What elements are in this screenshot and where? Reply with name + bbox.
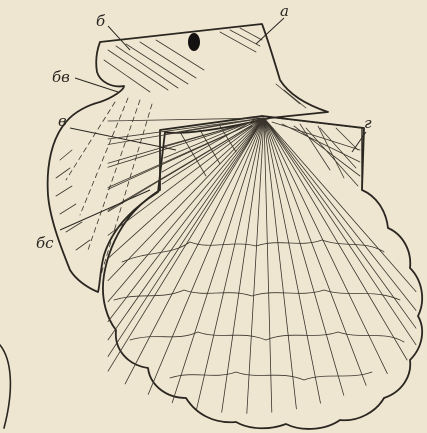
label-a: а [280,2,289,20]
leader-a [256,18,284,44]
rib-line [108,118,264,340]
lower-valve [103,116,422,429]
byssal-notch-dot [188,33,200,51]
label-bs: бс [36,234,54,252]
rib-line [264,118,344,395]
rib-line [125,118,264,384]
rib-line [264,118,366,385]
rib-line [108,118,264,302]
rib-line [264,118,416,328]
label-g: г [364,114,372,132]
rib-line [264,118,407,360]
rib-line [264,118,272,412]
rib-line [148,118,264,394]
rib-line [264,118,296,409]
leader-b [108,26,130,50]
upper-valve [48,24,328,292]
growth-lines [114,240,404,380]
lower-valve-outline [103,116,422,429]
label-b: б [96,12,106,30]
label-bv: бв [52,68,70,86]
rib-line [222,118,264,412]
labels: б а бв в г бс [36,2,372,252]
upper-valve-outline [48,24,328,292]
label-v: в [58,112,67,130]
rib-line [264,118,416,310]
adjacent-shell-fragment [0,345,10,428]
radial-ribs [108,118,416,414]
